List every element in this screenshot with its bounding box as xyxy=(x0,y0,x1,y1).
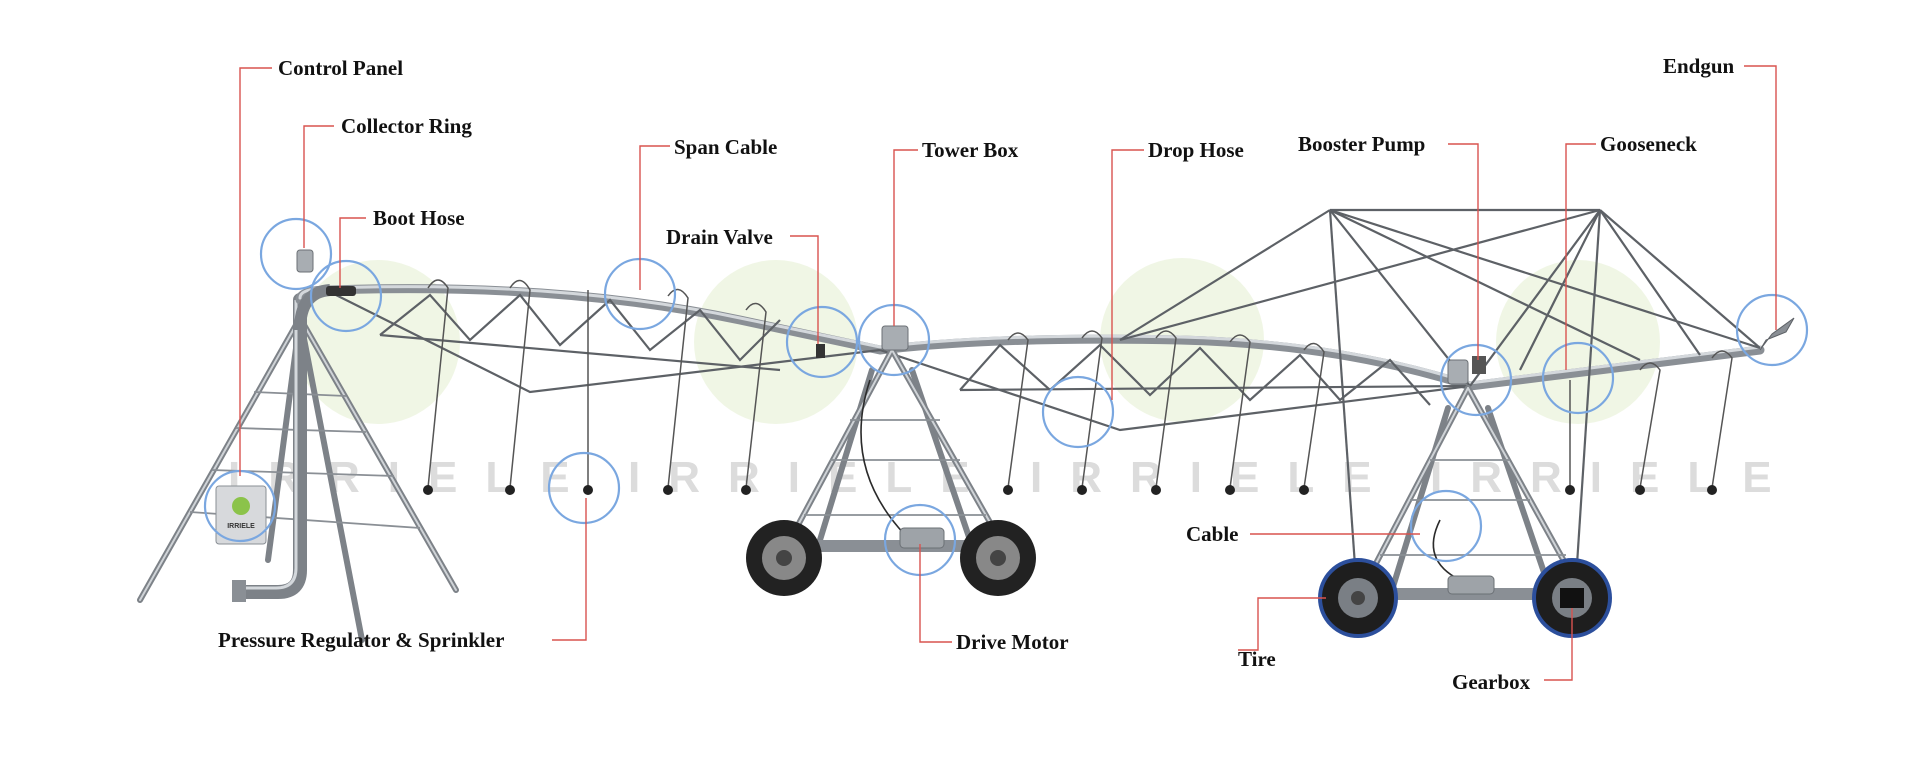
watermark-text: IRRIELE xyxy=(628,453,998,502)
highlight-circle-drain-valve xyxy=(785,305,859,379)
label-span-cable: Span Cable xyxy=(674,135,777,159)
drop-hose xyxy=(1077,330,1103,495)
highlight-circle-gooseneck xyxy=(1541,341,1615,415)
leader-line-collector-ring xyxy=(303,125,334,248)
booster-pump-body xyxy=(1447,359,1469,385)
drop-hose xyxy=(423,279,449,495)
drop-hose xyxy=(1707,350,1733,495)
label-collector-ring: Collector Ring xyxy=(341,114,472,138)
watermark-text-row: IRRIELE IRRIELE IRRIELE IRRIELE xyxy=(228,453,1772,502)
leader-line-drain-valve xyxy=(790,235,819,344)
highlight-circle-collector-ring xyxy=(259,217,333,291)
watermark-text: IRRIELE xyxy=(1030,453,1400,502)
leader-line-tire xyxy=(1238,597,1326,651)
label-gearbox: Gearbox xyxy=(1452,670,1531,694)
drive-tower-2 xyxy=(1318,209,1612,638)
drop-hose xyxy=(1151,330,1177,495)
leader-line-endgun xyxy=(1744,65,1777,330)
drop-hose xyxy=(1635,362,1661,495)
highlight-circle-boot-hose xyxy=(309,259,383,333)
leader-line-drive-motor xyxy=(919,544,952,643)
drop-hose xyxy=(1565,380,1575,495)
drop-hose xyxy=(1225,334,1251,495)
labels: Control Panel Collector Ring Boot Hose S… xyxy=(218,54,1735,694)
label-drive-motor: Drive Motor xyxy=(956,630,1069,654)
drop-hose xyxy=(663,288,689,495)
leader-line-boot-hose xyxy=(339,217,366,288)
drop-hose xyxy=(1003,332,1029,495)
leader-line-booster-pump xyxy=(1448,143,1479,360)
leader-line-sprinkler xyxy=(552,498,587,641)
control-panel-box: IRRIELE xyxy=(215,485,267,545)
label-booster-pump: Booster Pump xyxy=(1298,132,1425,156)
drop-hose xyxy=(1299,342,1325,495)
highlight-circle-cable xyxy=(1409,489,1483,563)
tower-box-body xyxy=(881,325,909,351)
gearbox-body xyxy=(1560,588,1584,608)
drive-tower-1 xyxy=(746,347,1036,596)
label-gooseneck: Gooseneck xyxy=(1600,132,1697,156)
leader-line-gearbox xyxy=(1544,608,1573,681)
boot-hose-body xyxy=(326,286,356,296)
label-boot-hose: Boot Hose xyxy=(373,206,465,230)
leader-lines xyxy=(239,65,1777,681)
drive-motor-body xyxy=(899,527,945,549)
label-tire: Tire xyxy=(1238,647,1276,671)
label-drop-hose: Drop Hose xyxy=(1148,138,1244,162)
drop-hose xyxy=(505,279,531,495)
highlight-circle-booster-pump xyxy=(1439,343,1513,417)
endgun-nozzle xyxy=(1759,317,1795,351)
label-pressure-regulator-sprinkler: Pressure Regulator & Sprinkler xyxy=(218,628,504,652)
pivot-tower xyxy=(137,293,459,643)
watermark-logo-disc xyxy=(694,260,858,424)
wheel xyxy=(1532,558,1612,638)
wheel xyxy=(960,520,1036,596)
span-pipeline xyxy=(294,284,1765,391)
drain-valve-body xyxy=(816,344,825,358)
leader-line-span-cable xyxy=(639,145,670,290)
label-tower-box: Tower Box xyxy=(922,138,1019,162)
leader-line-gooseneck xyxy=(1565,143,1596,370)
logo-icon xyxy=(232,497,250,515)
leader-line-control-panel xyxy=(239,67,272,476)
drop-hoses xyxy=(423,279,1733,495)
leader-line-drop-hose xyxy=(1111,149,1144,400)
control-panel-logo-text: IRRIELE xyxy=(227,523,255,530)
collector-ring-body xyxy=(296,249,314,273)
drop-hose xyxy=(741,302,767,495)
span-trusses xyxy=(329,208,1761,432)
components: IRRIELE xyxy=(215,249,1795,545)
highlight-circle-drop-hose xyxy=(1041,375,1115,449)
wheel xyxy=(746,520,822,596)
highlight-circles xyxy=(203,217,1809,577)
label-control-panel: Control Panel xyxy=(278,56,403,80)
highlight-circle-sprinkler xyxy=(547,451,621,525)
leader-line-tower-box xyxy=(893,149,918,326)
drop-hose xyxy=(583,290,593,495)
highlight-circle-endgun xyxy=(1735,293,1809,367)
label-drain-valve: Drain Valve xyxy=(666,225,773,249)
label-endgun: Endgun xyxy=(1663,54,1735,78)
wheel xyxy=(1318,558,1398,638)
label-cable: Cable xyxy=(1186,522,1239,546)
